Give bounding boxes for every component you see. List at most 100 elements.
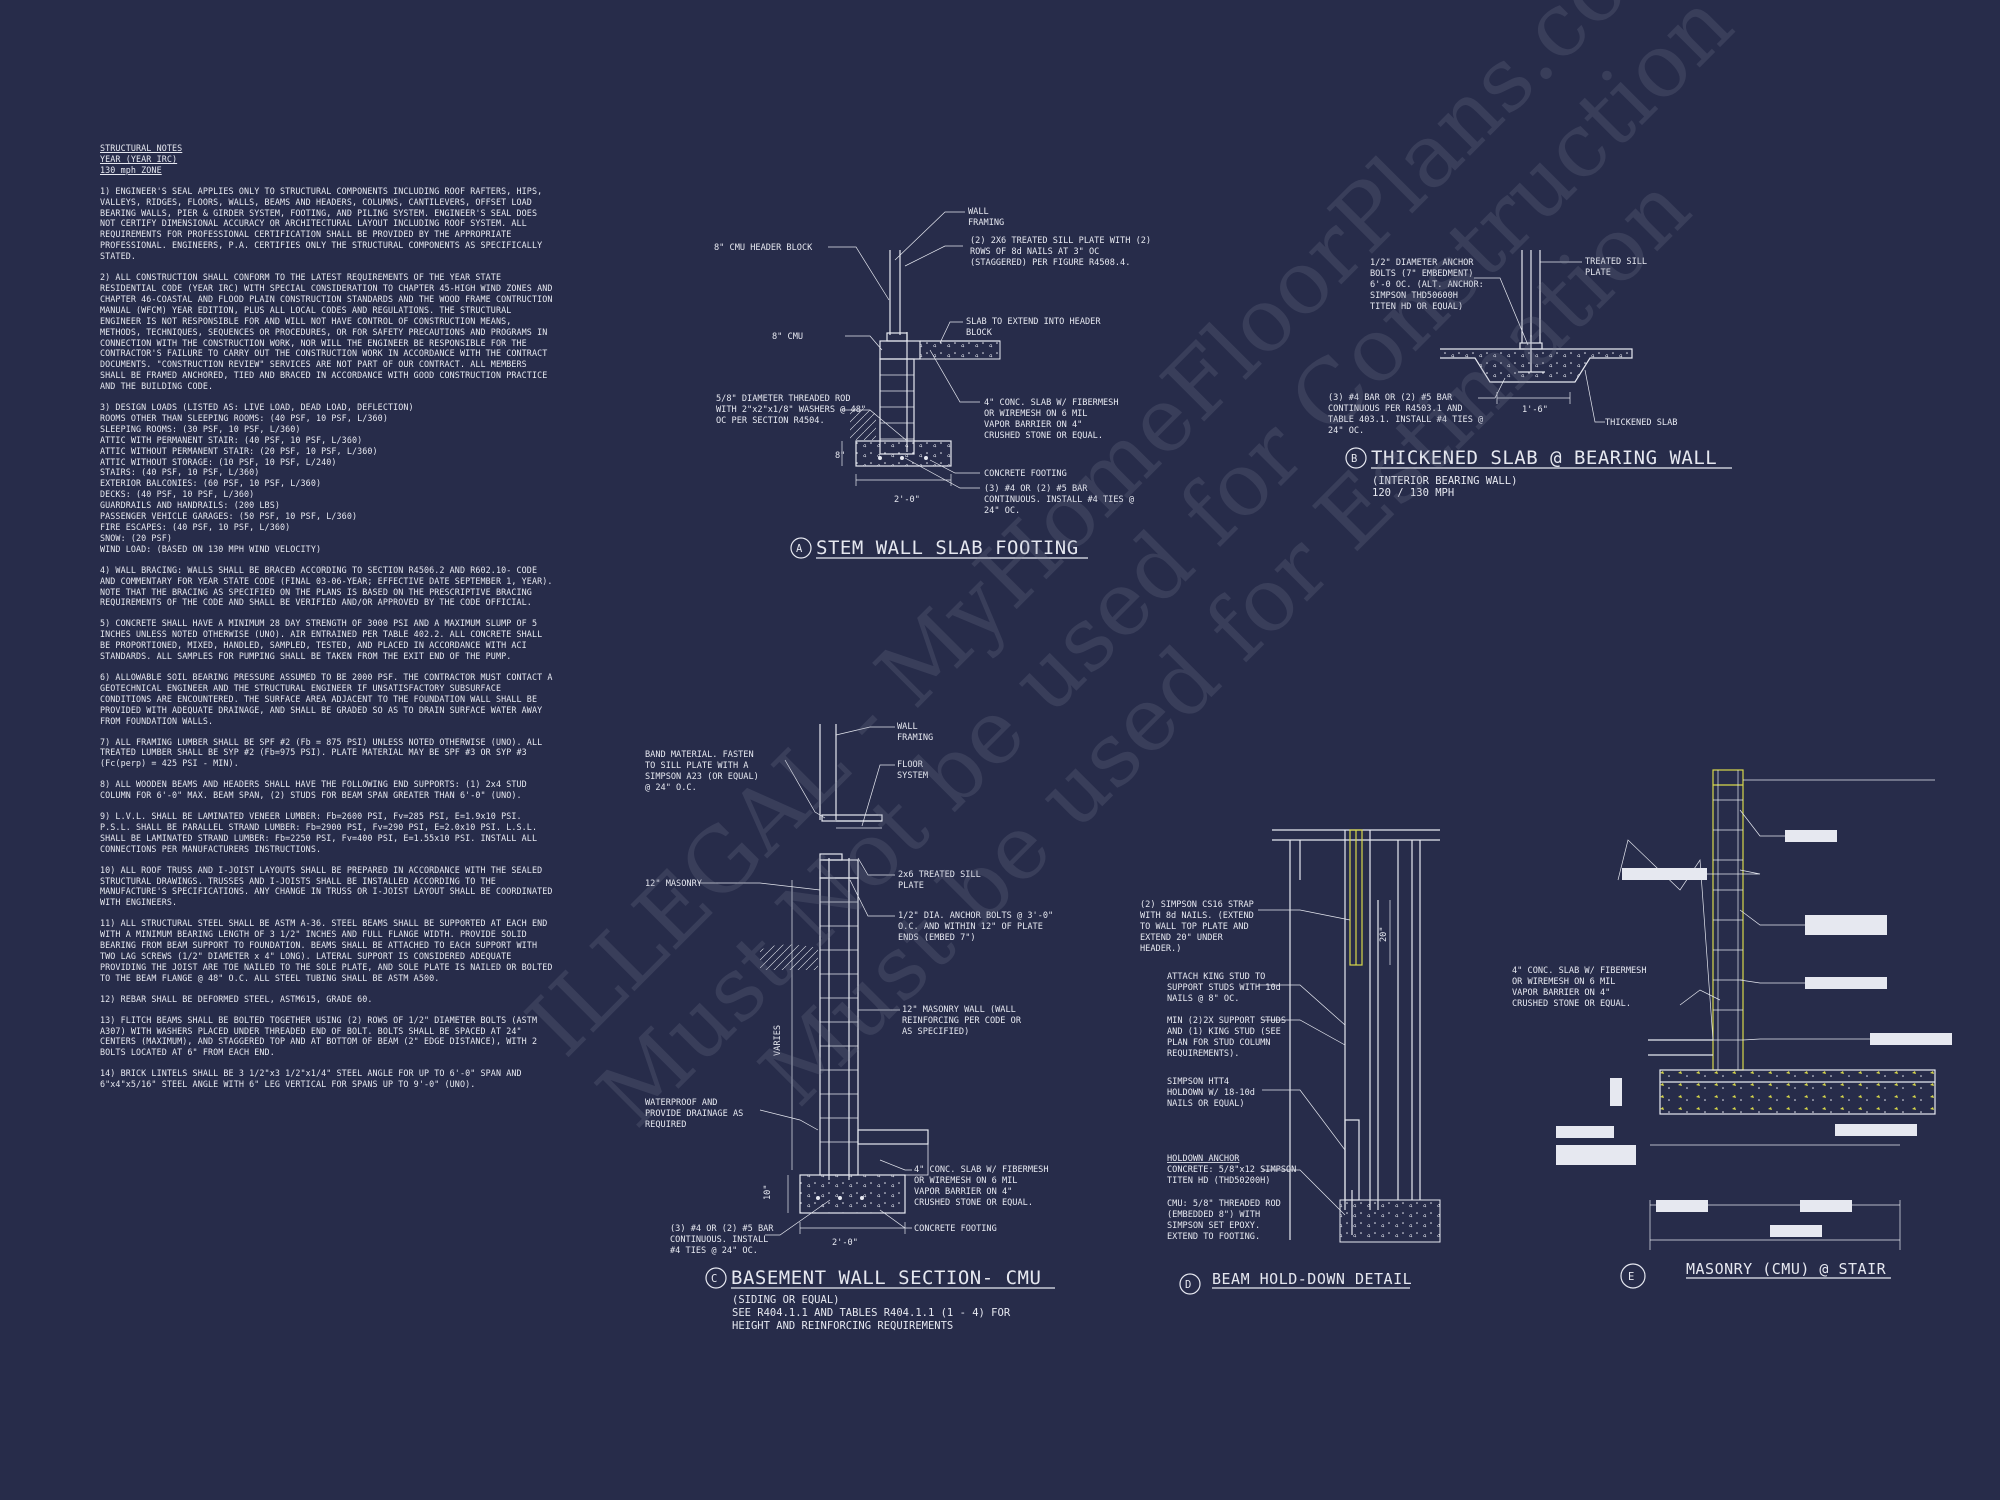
detail-c-marker bbox=[705, 1267, 727, 1289]
label: SIMPSON A23 (OR EQUAL) bbox=[645, 772, 759, 782]
label: BOLTS (7" EMBEDMENT) bbox=[1370, 269, 1473, 279]
label: (3) #4 OR (2) #5 BAR bbox=[670, 1224, 774, 1234]
detail-c-sub: SEE R404.1.1 AND TABLES R404.1.1 (1 - 4)… bbox=[732, 1307, 1011, 1319]
label: 1/2" DIA. ANCHOR BOLTS @ 3'-0" bbox=[898, 911, 1053, 921]
label: 8" CMU HEADER BLOCK bbox=[714, 243, 813, 253]
label: VAPOR BARRIER ON 4" bbox=[914, 1187, 1012, 1197]
label: BAND MATERIAL. FASTEN bbox=[645, 750, 754, 760]
label: SIMPSON SET EPOXY. bbox=[1167, 1221, 1260, 1231]
detail-a-drawing bbox=[841, 250, 1001, 486]
detail-c-leaders bbox=[698, 726, 912, 1236]
note-3: 3) DESIGN LOADS (LISTED AS: LIVE LOAD, D… bbox=[100, 402, 414, 413]
detail-c-sub: HEIGHT AND REINFORCING REQUIREMENTS bbox=[732, 1320, 953, 1332]
label: CONTINUOUS PER R4503.1 AND bbox=[1328, 404, 1463, 414]
detail-d-title: BEAM HOLD-DOWN DETAIL bbox=[1212, 1270, 1412, 1288]
detail-d-labels: (2) SIMPSON CS16 STRAP WITH 8d NAILS. (E… bbox=[1140, 900, 1412, 1295]
note-12: 12) REBAR SHALL BE DEFORMED STEEL, ASTM6… bbox=[100, 993, 373, 1004]
load-item: DECKS: (40 PSF, 10 PSF, L/360) bbox=[100, 489, 255, 500]
label: SYSTEM bbox=[897, 771, 928, 781]
label: CONTINUOUS. INSTALL #4 TIES @ bbox=[984, 495, 1134, 505]
label: PROVIDE DRAINAGE AS bbox=[645, 1109, 743, 1119]
label: 24" OC. bbox=[1328, 426, 1364, 436]
note-14: 14) BRICK LINTELS SHALL BE 3 1/2"x3 1/2"… bbox=[100, 1068, 522, 1090]
detail-d-drawing bbox=[1272, 829, 1441, 1243]
label: 5/8" DIAMETER THREADED ROD bbox=[716, 394, 851, 404]
label: CONCRETE: 5/8"x12 SIMPSON bbox=[1167, 1165, 1296, 1175]
load-item: SLEEPING ROOMS: (30 PSF, 10 PSF, L/360) bbox=[100, 423, 301, 434]
detail-a-letter: A bbox=[796, 543, 803, 555]
dimension: 20" bbox=[1379, 926, 1389, 942]
label: REINFORCING PER CODE OR bbox=[902, 1016, 1022, 1026]
label: ATTACH KING STUD TO bbox=[1167, 972, 1265, 982]
label: SIMPSON THD50600H bbox=[1370, 291, 1458, 301]
label: NAILS @ 8" OC. bbox=[1167, 994, 1239, 1004]
dimension: VARIES bbox=[773, 1025, 783, 1056]
label: EXTEND TO FOOTING. bbox=[1167, 1232, 1260, 1242]
detail-a-marker bbox=[790, 537, 812, 559]
label: EXTEND 20" UNDER bbox=[1140, 933, 1224, 943]
detail-b-marker bbox=[1345, 447, 1367, 469]
detail-e-labels: 4" CONC. SLAB W/ FIBERMESH OR WIREMESH O… bbox=[1512, 966, 1891, 1289]
detail-b-sub: 120 / 130 MPH bbox=[1372, 487, 1454, 499]
label: 12" MASONRY WALL (WALL bbox=[902, 1005, 1016, 1015]
label: CRUSHED STONE OR EQUAL. bbox=[914, 1198, 1033, 1208]
label: FRAMING bbox=[897, 733, 933, 743]
label: 4" CONC. SLAB W/ FIBERMESH bbox=[914, 1165, 1049, 1175]
detail-e-marker bbox=[1620, 1263, 1646, 1289]
label: SIMPSON HTT4 bbox=[1167, 1077, 1229, 1087]
load-item: ATTIC WITHOUT PERMANENT STAIR: (20 PSF, … bbox=[100, 445, 378, 456]
label: REQUIRED bbox=[645, 1120, 686, 1130]
note-2: 2) ALL CONSTRUCTION SHALL CONFORM TO THE… bbox=[100, 272, 553, 392]
detail-b-letter: B bbox=[1351, 453, 1357, 465]
label: (2) 2X6 TREATED SILL PLATE WITH (2) bbox=[970, 236, 1151, 246]
label: WALL bbox=[897, 722, 918, 732]
label: PLAN FOR STUD COLUMN bbox=[1167, 1038, 1270, 1048]
detail-a-labels: WALL FRAMING 8" CMU HEADER BLOCK (2) 2X6… bbox=[714, 207, 1151, 559]
label: ROWS OF 8d NAILS AT 3" OC bbox=[970, 247, 1099, 257]
load-item: GUARDRAILS AND HANDRAILS: (200 LBS) bbox=[100, 500, 280, 511]
label: (2) SIMPSON CS16 STRAP bbox=[1140, 900, 1254, 910]
notes-heading-2: YEAR (YEAR IRC) bbox=[100, 153, 178, 164]
label: OR WIREMESH ON 6 MIL bbox=[1512, 977, 1615, 987]
dimension: 10" bbox=[763, 1184, 773, 1200]
label: AND (1) KING STUD (SEE bbox=[1167, 1027, 1281, 1037]
note-10: 10) ALL ROOF TRUSS AND I-JOIST LAYOUTS S… bbox=[100, 864, 553, 908]
label: 24" OC. bbox=[984, 506, 1020, 516]
label: OR WIREMESH ON 6 MIL bbox=[914, 1176, 1017, 1186]
label: 8" CMU bbox=[772, 332, 803, 342]
label: (3) #4 BAR OR (2) #5 BAR bbox=[1328, 393, 1453, 403]
label: WATERPROOF AND bbox=[645, 1098, 717, 1108]
label: 4" CONC. SLAB W/ FIBERMESH bbox=[1512, 966, 1647, 976]
label: TITEN HD OR EQUAL) bbox=[1370, 302, 1463, 312]
label: TREATED SILL bbox=[1585, 257, 1647, 267]
label: WALL bbox=[968, 207, 989, 217]
label: VAPOR BARRIER ON 4" bbox=[984, 420, 1082, 430]
note-9: 9) L.V.L. SHALL BE LAMINATED VENEER LUMB… bbox=[100, 811, 538, 854]
load-item: SNOW: (20 PSF) bbox=[100, 532, 172, 543]
detail-c-sub: (SIDING OR EQUAL) bbox=[732, 1294, 839, 1306]
label: O.C. AND WITHIN 12" OF PLATE bbox=[898, 922, 1043, 932]
detail-c-title: BASEMENT WALL SECTION- CMU bbox=[731, 1267, 1041, 1289]
detail-e-drawing bbox=[1556, 769, 1952, 1250]
label: TO SILL PLATE WITH A bbox=[645, 761, 749, 771]
dimension: 2'-0" bbox=[832, 1238, 858, 1248]
detail-b-leaders bbox=[1474, 261, 1605, 423]
dimension: 1'-6" bbox=[1522, 405, 1548, 415]
label: HEADER.) bbox=[1140, 944, 1181, 954]
load-item: ROOMS OTHER THAN SLEEPING ROOMS: (40 PSF… bbox=[100, 412, 388, 423]
detail-d-marker bbox=[1179, 1273, 1201, 1295]
note-6: 6) ALLOWABLE SOIL BEARING PRESSURE ASSUM… bbox=[100, 671, 553, 726]
label: 12" MASONRY bbox=[645, 879, 703, 889]
label: @ 24" O.C. bbox=[645, 783, 697, 793]
detail-b-title: THICKENED SLAB @ BEARING WALL bbox=[1371, 447, 1717, 469]
label: FRAMING bbox=[968, 218, 1004, 228]
note-8: 8) ALL WOODEN BEAMS AND HEADERS SHALL HA… bbox=[100, 779, 527, 801]
note-13: 13) FLITCH BEAMS SHALL BE BOLTED TOGETHE… bbox=[100, 1014, 538, 1058]
label: THICKENED SLAB bbox=[1605, 418, 1677, 428]
label: (3) #4 OR (2) #5 BAR bbox=[984, 484, 1088, 494]
note-11: 11) ALL STRUCTURAL STEEL SHALL BE ASTM A… bbox=[100, 918, 553, 983]
note-5: 5) CONCRETE SHALL HAVE A MINIMUM 28 DAY … bbox=[100, 618, 543, 662]
label: TITEN HD (THD50200H) bbox=[1167, 1176, 1270, 1186]
dimension: 2'-0" bbox=[894, 495, 920, 505]
label: 4" CONC. SLAB W/ FIBERMESH bbox=[984, 398, 1119, 408]
